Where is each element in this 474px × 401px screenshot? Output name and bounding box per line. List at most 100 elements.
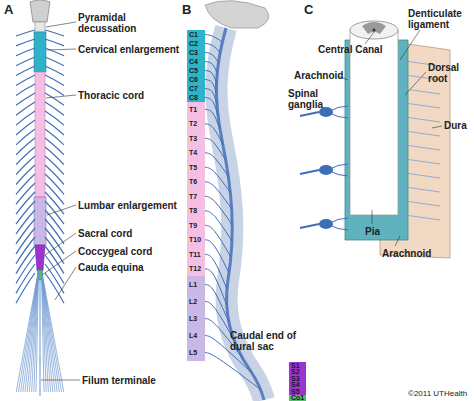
spinal-nerve: [16, 120, 35, 135]
medulla: [35, 22, 45, 32]
segment-band: T3: [187, 131, 205, 146]
spinal-nerve: [45, 138, 64, 155]
segment-label: T1: [189, 106, 197, 113]
leader-line: [47, 49, 76, 50]
leader-line: [42, 251, 76, 275]
spinal-nerve: [16, 246, 35, 274]
cauda-equina-root: [42, 270, 64, 392]
central-canal: [373, 29, 376, 32]
spinal-ganglia: [300, 60, 440, 230]
spinal-nerve: [45, 48, 64, 56]
spinal-nerve: [16, 66, 35, 76]
spinal-nerve: [205, 98, 218, 116]
dorsal-rootlet: [398, 102, 440, 108]
dorsal-rootlet: [398, 130, 440, 136]
dorsal-rootlet: [398, 214, 440, 220]
segment-label: T2: [189, 120, 197, 127]
spinal-nerve: [205, 269, 227, 305]
segment-label: T12: [189, 265, 201, 272]
pia-layer: [350, 30, 398, 215]
segment-label: T6: [189, 178, 197, 185]
part-name: Coccygeal cord: [78, 246, 152, 257]
segment-band: C7: [187, 84, 205, 93]
segment-band: L4: [187, 327, 205, 344]
part-name: Filum terminale: [82, 375, 156, 386]
spinal-nerve: [45, 129, 64, 145]
part-name: Thoracic cord: [78, 90, 144, 101]
segment-label: C8: [189, 94, 198, 101]
spinal-nerve: [16, 264, 35, 293]
spinal-nerve: [16, 138, 35, 155]
spinal-nerve: [45, 84, 64, 95]
segment-band: L5: [187, 344, 205, 361]
spinal-nerve: [16, 147, 35, 165]
part-name: Caudal end of dural sac: [230, 330, 312, 352]
segment-label: T9: [189, 222, 197, 229]
sacral-segment: [35, 245, 45, 270]
ganglion: [319, 219, 333, 229]
segment-label: T10: [189, 236, 201, 243]
part-name: Arachnoid: [382, 248, 431, 259]
segment-label: T11: [189, 251, 201, 258]
spinal-nerve: [16, 111, 35, 125]
panel-letter: A: [4, 3, 13, 17]
spinal-nerve: [16, 156, 35, 175]
segment-band: C2: [187, 39, 205, 48]
segment-label: L5: [189, 349, 197, 356]
spinal-nerve: [45, 75, 64, 86]
panel-letter: B: [182, 3, 191, 17]
spinal-nerve: [45, 57, 64, 66]
spinal-nerve: [300, 112, 319, 116]
segment-label: T8: [189, 207, 197, 214]
thoracic-segment: [35, 72, 45, 197]
segment-label: C4: [189, 58, 198, 65]
spinal-nerve: [45, 156, 64, 175]
spinal-nerve: [205, 62, 217, 74]
part-name: Cervical enlargement: [78, 44, 179, 55]
spinal-nerve: [205, 353, 261, 390]
spinal-nerve: [205, 35, 222, 43]
spinal-nerve: [205, 302, 234, 341]
part-name: Dorsal root: [428, 62, 473, 84]
segment-label: L3: [189, 315, 197, 322]
segment-band: C1: [187, 30, 205, 39]
leader-line: [41, 380, 80, 381]
segment-label: Co1: [291, 394, 304, 401]
segment-band: L1: [187, 276, 205, 293]
segment-label: T5: [189, 164, 197, 171]
spinal-nerve: [205, 285, 229, 323]
segment-band: T6: [187, 175, 205, 190]
filum-terminale-line: [39, 280, 40, 396]
spinal-nerve: [45, 147, 64, 165]
segment-label: L2: [189, 298, 197, 305]
segment-band: T4: [187, 146, 205, 161]
part-name: Denticulate ligament: [408, 8, 474, 30]
part-name: Cauda equina: [78, 262, 144, 273]
segment-band: L2: [187, 293, 205, 310]
dorsal-rootlet: [398, 172, 440, 178]
part-name: Spinal ganglia: [288, 88, 334, 110]
spinal-nerve: [205, 138, 226, 160]
segment-label: L4: [189, 332, 197, 339]
segment-label: L1: [189, 281, 197, 288]
segment-band: T8: [187, 204, 205, 219]
spinal-nerve: [205, 44, 220, 53]
part-name: Lumbar enlargement: [78, 200, 177, 211]
segment-band: Co1: [289, 395, 306, 401]
segment-band: C6: [187, 75, 205, 84]
segment-label: C6: [189, 76, 198, 83]
segment-label: T7: [189, 193, 197, 200]
spinal-nerve: [16, 165, 35, 185]
spinal-nerve: [205, 240, 229, 273]
segment-band: T1: [187, 102, 205, 117]
segment-label: T3: [189, 135, 197, 142]
part-name: Arachnoid: [294, 70, 343, 81]
segment-band: L3: [187, 310, 205, 327]
panel-letter: C: [304, 3, 313, 17]
spinal-nerve: [16, 129, 35, 145]
segment-band: C4: [187, 57, 205, 66]
spinal-nerve: [16, 30, 35, 36]
dorsal-rootlet: [398, 88, 440, 94]
spinal-nerve: [205, 153, 228, 177]
spinal-nerve: [205, 80, 216, 95]
